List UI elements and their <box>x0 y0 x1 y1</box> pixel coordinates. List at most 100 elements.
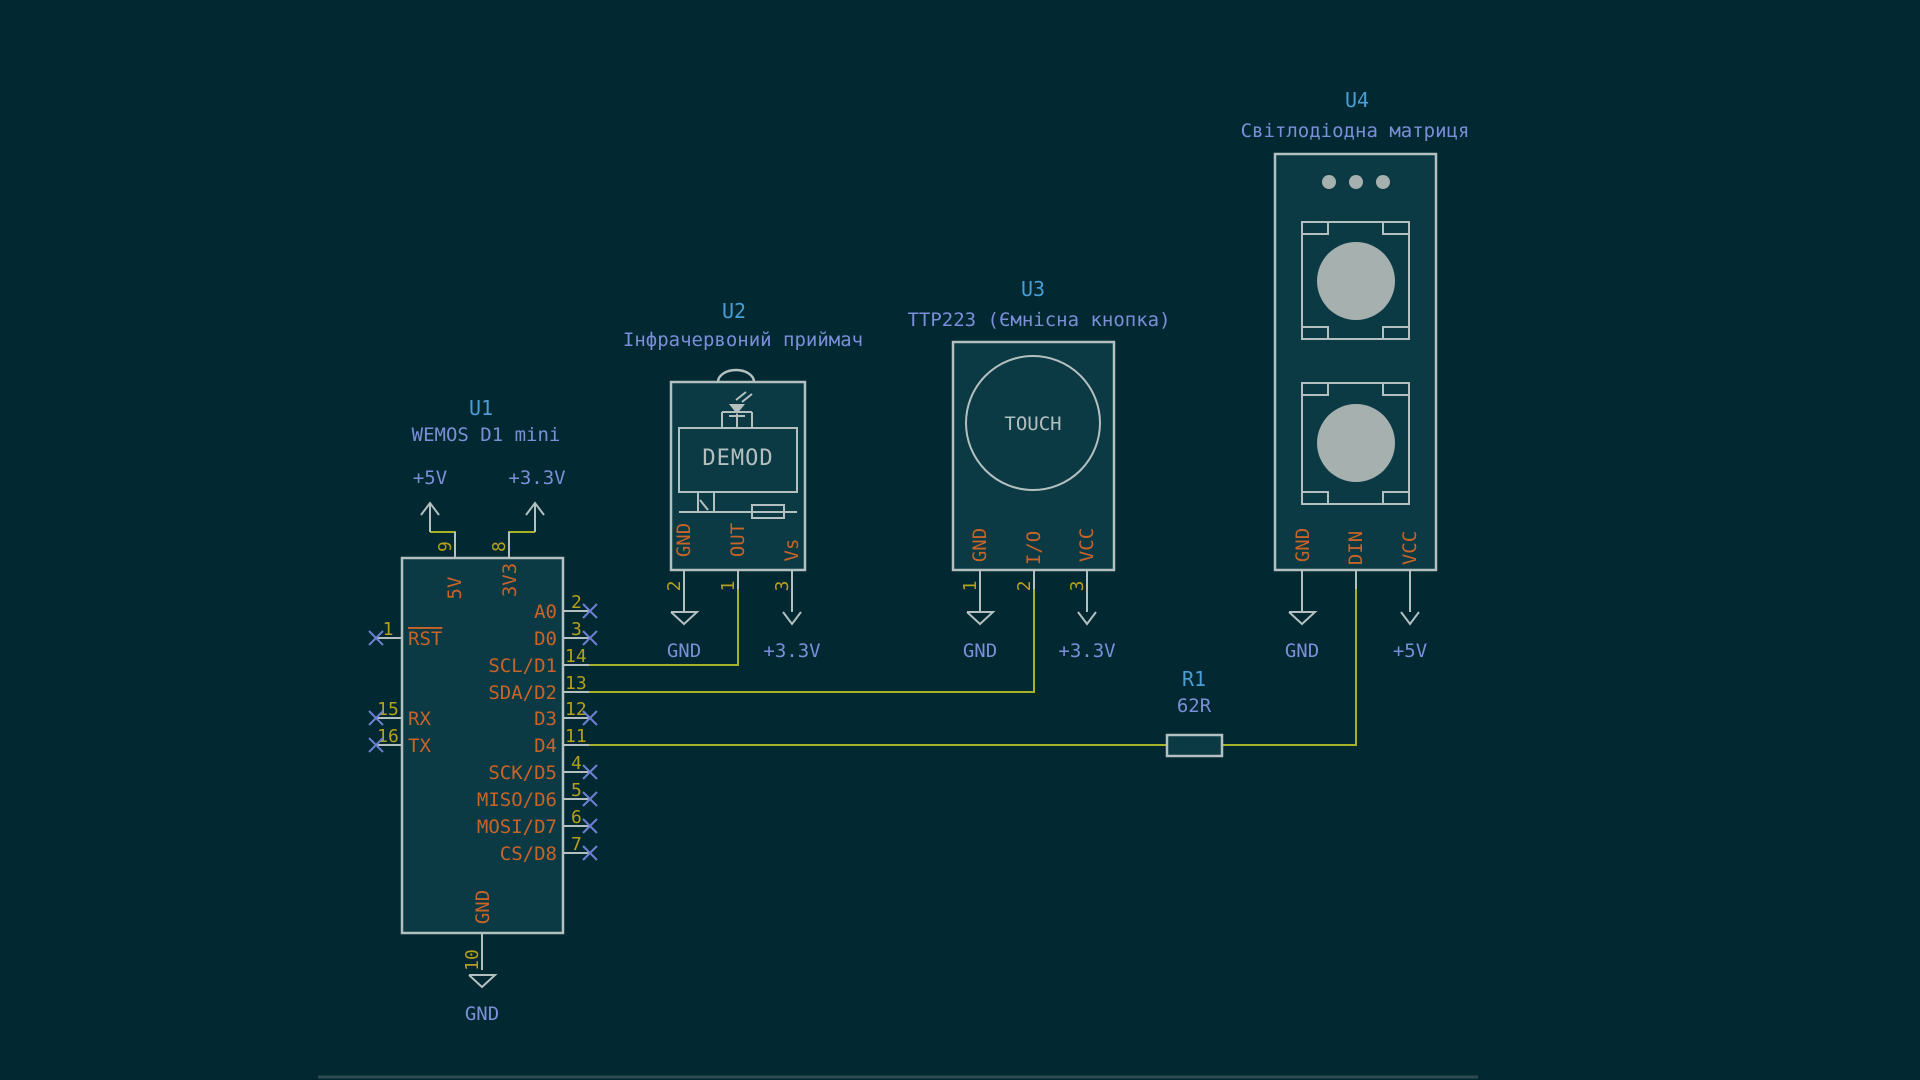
pin-number: 12 <box>565 699 587 720</box>
u4-value: Світлодіодна матриця <box>1241 120 1470 142</box>
pin-number: 3 <box>772 581 793 592</box>
power-label: +5V <box>413 467 447 489</box>
pin-name-d8: CS/D8 <box>500 843 557 865</box>
pin-number: 1 <box>383 619 394 640</box>
wire-3v3-to-u1[interactable] <box>508 531 535 560</box>
pin-number: 14 <box>565 646 587 667</box>
u3-value: TTP223 (Ємнісна кнопка) <box>907 309 1170 331</box>
power-label: +3.3V <box>1058 640 1115 662</box>
pin-name-3v3: 3V3 <box>499 563 521 597</box>
pin-number: 11 <box>565 726 587 747</box>
u4-reference: U4 <box>1345 88 1369 112</box>
power-label: +5V <box>1393 640 1427 662</box>
pin-name-d1: SCL/D1 <box>488 655 557 677</box>
pin-number: 3 <box>571 619 582 640</box>
u3-reference: U3 <box>1021 277 1045 301</box>
pin-name-rst: RST <box>408 628 442 650</box>
pin-name-d4: D4 <box>534 735 557 757</box>
u3-body <box>951 340 1116 572</box>
power-label: +3.3V <box>763 640 820 662</box>
pin-number: 5 <box>571 780 582 801</box>
pin-name-din: DIN <box>1345 531 1367 565</box>
component-u1[interactable]: U1 WEMOS D1 mini +5V +3.3V 9 8 5V 3V3 1 … <box>368 396 598 1025</box>
pin-number: 9 <box>435 541 456 552</box>
pin-name-gnd: GND <box>673 523 695 557</box>
pin-number: 7 <box>571 834 582 855</box>
pin-number: 2 <box>1014 581 1035 592</box>
pin-number: 4 <box>571 753 582 774</box>
wire-d2-to-touch-io[interactable] <box>586 589 1035 693</box>
ground-label: GND <box>667 640 701 662</box>
u1-reference: U1 <box>469 396 493 420</box>
u2-value: Інфрачервоний приймач <box>623 329 863 351</box>
component-u3[interactable]: U3 TTP223 (Ємнісна кнопка) TOUCH 1 2 3 G… <box>907 277 1170 662</box>
component-u4[interactable]: U4 Світлодіодна матриця GND DIN <box>1241 88 1470 662</box>
pin-name-5v: 5V <box>444 577 466 600</box>
pin-name-d2: SDA/D2 <box>488 682 557 704</box>
resistor-body <box>1165 733 1224 758</box>
ir-dome-icon <box>716 368 756 383</box>
r1-value: 62R <box>1177 695 1212 717</box>
u2-reference: U2 <box>722 299 746 323</box>
u1-value: WEMOS D1 mini <box>412 424 561 446</box>
pin-name-d3: D3 <box>534 708 557 730</box>
power-symbol-5v-u1: +5V <box>413 467 447 532</box>
r1-reference: R1 <box>1182 667 1206 691</box>
pin-name-tx: TX <box>408 735 431 757</box>
demod-block <box>678 427 798 493</box>
wire-d1-to-ir-out[interactable] <box>586 589 739 666</box>
power-symbol-3v3-u2: +3.3V <box>763 611 821 662</box>
power-symbol-3v3-u3: +3.3V <box>1058 611 1116 662</box>
pin-number: 3 <box>1067 581 1088 592</box>
ground-symbol-u2: GND <box>667 589 701 662</box>
no-connect-marker <box>582 603 598 861</box>
power-symbol-3v3-u1: +3.3V <box>508 467 566 532</box>
u2-body <box>669 380 807 572</box>
pin-name-rx: RX <box>408 708 431 730</box>
wire-resistor-to-din[interactable] <box>1222 589 1357 746</box>
pin-name-vs: Vs <box>781 539 803 562</box>
power-symbol-5v-u4: +5V <box>1393 611 1427 662</box>
pin-number: 2 <box>664 581 685 592</box>
u4-body <box>1273 152 1438 572</box>
pin-name-d5: SCK/D5 <box>488 762 557 784</box>
led-top-icon <box>1301 221 1410 340</box>
pin-name-d7: MOSI/D7 <box>477 816 557 838</box>
pin-number: 16 <box>377 726 399 747</box>
ground-label: GND <box>963 640 997 662</box>
ir-diode-icon <box>721 391 753 428</box>
led-bottom-icon <box>1301 382 1410 505</box>
power-label: +3.3V <box>508 467 565 489</box>
transistor-resistor-icon <box>679 492 797 519</box>
pin-name-gnd: GND <box>969 528 991 562</box>
pin-number: 1 <box>718 581 739 592</box>
pin-name-d0: D0 <box>534 628 557 650</box>
ground-label: GND <box>1285 640 1319 662</box>
component-u2[interactable]: U2 Інфрачервоний приймач DEMOD 2 1 <box>623 299 863 662</box>
ground-label: GND <box>465 1003 499 1025</box>
pin-number: 2 <box>571 592 582 613</box>
ground-symbol-u1: GND <box>465 974 499 1025</box>
pin-number: 10 <box>462 949 483 971</box>
component-r1[interactable]: R1 62R <box>1165 667 1224 758</box>
pin-number: 13 <box>565 673 587 694</box>
ground-symbol-u4: GND <box>1285 611 1319 662</box>
pin-name-vcc: VCC <box>1399 531 1421 565</box>
indicator-dots-icon <box>1322 175 1390 189</box>
pin-name-vcc: VCC <box>1076 528 1098 562</box>
pin-name-gnd: GND <box>472 890 494 924</box>
pin-name-a0: A0 <box>534 601 557 623</box>
ground-symbol-u3: GND <box>963 611 997 662</box>
pin-name-out: OUT <box>727 523 749 557</box>
pin-name-io: I/O <box>1023 531 1045 565</box>
no-connect-marker <box>368 630 384 753</box>
touch-label: TOUCH <box>1004 413 1061 435</box>
pin-number: 8 <box>489 541 510 552</box>
pin-name-gnd: GND <box>1292 528 1314 562</box>
pin-name-d6: MISO/D6 <box>477 789 557 811</box>
demod-label: DEMOD <box>702 446 773 471</box>
touch-pad-icon <box>965 355 1101 491</box>
pin-number: 6 <box>571 807 582 828</box>
pin-number: 15 <box>377 699 399 720</box>
